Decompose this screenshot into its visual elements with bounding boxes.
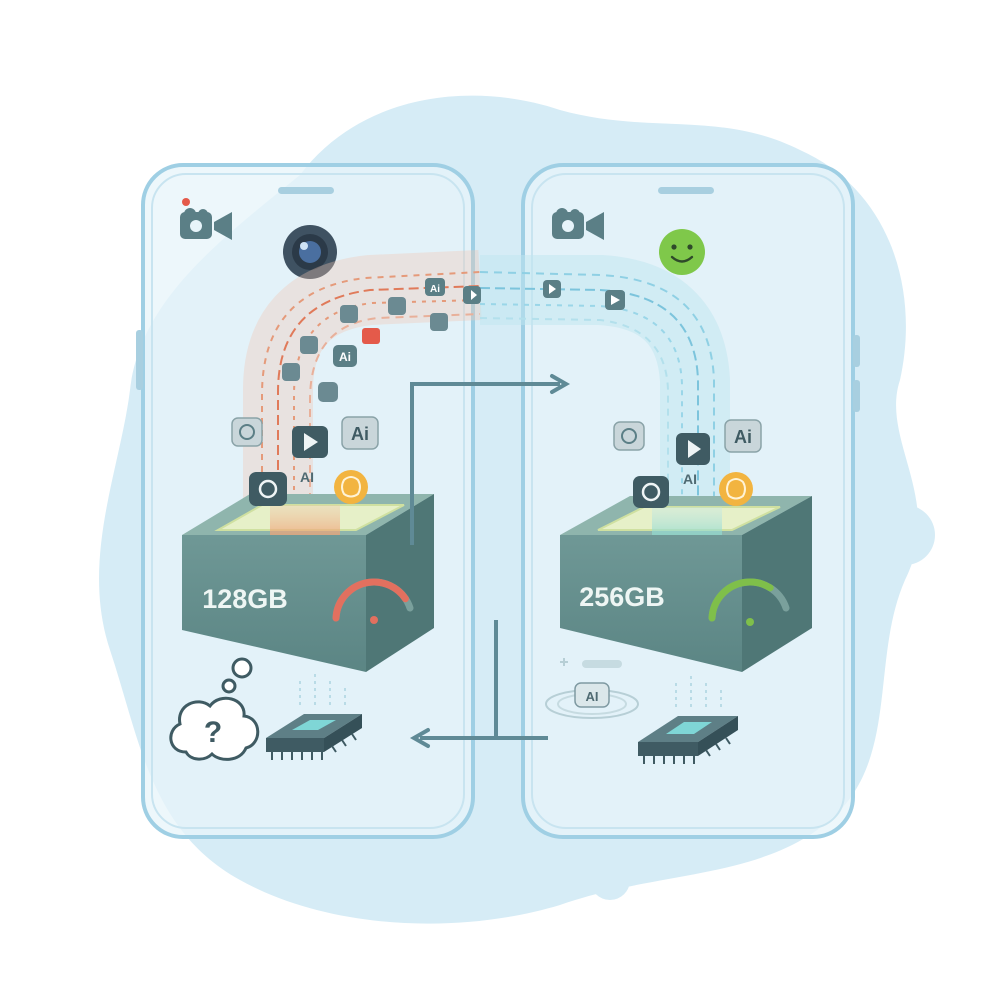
app-icons-right: Ai AI (613, 419, 762, 508)
brain-icon (334, 470, 368, 504)
storage-label: 256GB (579, 582, 665, 612)
brain-icon (719, 472, 753, 506)
storage-cube-right: 256GB (560, 496, 812, 672)
refresh-icon (300, 336, 318, 354)
side-button (853, 335, 860, 367)
video-camera-icon (552, 208, 604, 240)
ai-icon (724, 419, 762, 453)
speaker-notch (658, 187, 714, 194)
ai-icon (333, 345, 357, 367)
ai-badge-text: Ai (351, 424, 369, 444)
ai-icon (341, 416, 379, 450)
storage-gauge (708, 578, 790, 626)
bubble-decor (590, 860, 630, 900)
speaker-notch (278, 187, 334, 194)
question-mark: ? (204, 716, 222, 749)
ai-badge-text: Ai (734, 427, 752, 447)
ai-small-text: AI (300, 469, 314, 485)
smiley-face-icon (659, 229, 705, 275)
settings-icon (318, 382, 338, 402)
storage-gauge (332, 578, 414, 624)
question-thought-bubble-icon: ? (169, 657, 260, 761)
refresh-icon (231, 417, 263, 447)
ai-icon (425, 278, 445, 296)
recording-dot-icon (182, 198, 190, 206)
camera-icon (388, 297, 406, 315)
camera-lens-icon (283, 225, 337, 279)
ai-orbit-text: AI (586, 689, 599, 704)
ai-orbit-icon: AI (545, 658, 639, 719)
svg-text:Ai: Ai (339, 350, 351, 364)
chip-icon (266, 670, 362, 760)
transfer-arrow-left (409, 620, 548, 748)
camera-icon (282, 363, 300, 381)
refresh-icon (249, 472, 287, 506)
refresh-icon (613, 421, 645, 451)
ai-small-text: AI (683, 471, 697, 487)
side-button (853, 380, 860, 412)
alert-tag-icon (362, 328, 380, 344)
transfer-arrow-right (410, 374, 571, 545)
side-button (136, 330, 143, 390)
data-stream-hot (243, 250, 482, 540)
storage-cube-left: 128GB (182, 494, 434, 672)
bubble-decor (875, 505, 935, 565)
refresh-icon (633, 476, 669, 508)
app-icons-left: Ai AI (231, 416, 379, 506)
camera-icon (340, 305, 358, 323)
chip-icon (638, 672, 738, 764)
stream-icons: Ai Ai (282, 278, 625, 402)
video-camera-icon (180, 208, 232, 240)
storage-label: 128GB (202, 584, 288, 614)
camera-icon (430, 313, 448, 331)
svg-text:Ai: Ai (430, 284, 440, 295)
